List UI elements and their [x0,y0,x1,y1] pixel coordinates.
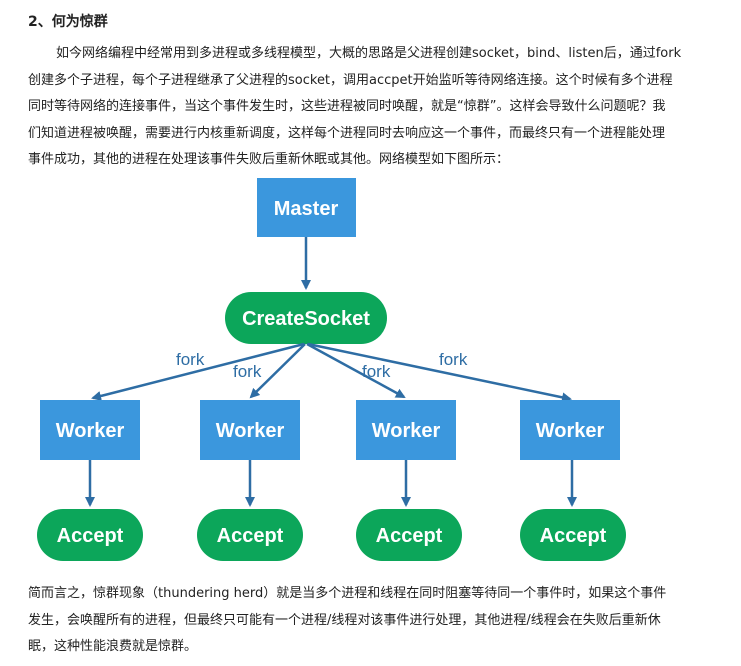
fork-arrow-3 [306,342,406,399]
accept-label-3: Accept [376,525,443,547]
fork-arrow-2 [249,343,306,399]
accept-label-2: Accept [217,525,284,547]
master-box [257,178,356,237]
accept-node-3 [356,509,462,561]
fork-label-3: fork [362,362,391,381]
intro-paragraph: 如今网络编程中经常用到多进程或多线程模型，大概的思路是父进程创建socket，b… [28,41,718,174]
worker-box-3 [356,400,456,460]
intro-line-5: 事件成功，其他的进程在处理该事件失败后重新休眠或其他。网络模型如下图所示： [28,152,510,167]
accept-node-1 [37,509,143,561]
accept-label-1: Accept [57,525,124,547]
fork-label-2: fork [233,362,262,381]
worker-box-2 [200,400,300,460]
worker-label-3: Worker [372,420,441,442]
accept-node-4 [520,509,626,561]
intro-line-2: 创建多个子进程，每个子进程继承了父进程的socket，调用accpet开始监听等… [28,72,673,88]
intro-line-1: 如今网络编程中经常用到多进程或多线程模型，大概的思路是父进程创建socket，b… [56,46,682,61]
worker-box-4 [520,400,620,460]
fork-arrow-4 [307,342,572,403]
intro-line-4: 们知道进程被唤醒，需要进行内核重新调度，这样每个进程同时去响应这一个事件，而最终… [28,125,666,141]
summary-paragraph: 简而言之，惊群现象（thundering herd）就是当多个进程和线程在同时阻… [28,581,718,661]
createsocket-label: CreateSocket [242,308,370,330]
createsocket-node [225,292,387,344]
summary-line-3: 眠，这种性能浪费就是惊群。 [28,639,198,654]
fork-arrow-1 [91,342,305,401]
intro-line-3: 同时等待网络的连接事件，当这个事件发生时，这些进程被同时唤醒，就是“惊群”。这样… [28,99,666,114]
fork-label-4: fork [439,350,468,369]
worker-label-2: Worker [216,420,285,442]
summary-line-1: 简而言之，惊群现象（thundering herd）就是当多个进程和线程在同时阻… [28,586,667,601]
accept-label-4: Accept [540,525,607,547]
section-heading: 2、何为惊群 [28,14,108,30]
summary-line-2: 发生，会唤醒所有的进程，但最终只可能有一个进程/线程对该事件进行处理，其他进程/… [28,612,661,628]
worker-label-4: Worker [536,420,605,442]
fork-label-1: fork [176,350,205,369]
master-label: Master [274,198,339,220]
accept-node-2 [197,509,303,561]
worker-box-1 [40,400,140,460]
worker-label-1: Worker [56,420,125,442]
